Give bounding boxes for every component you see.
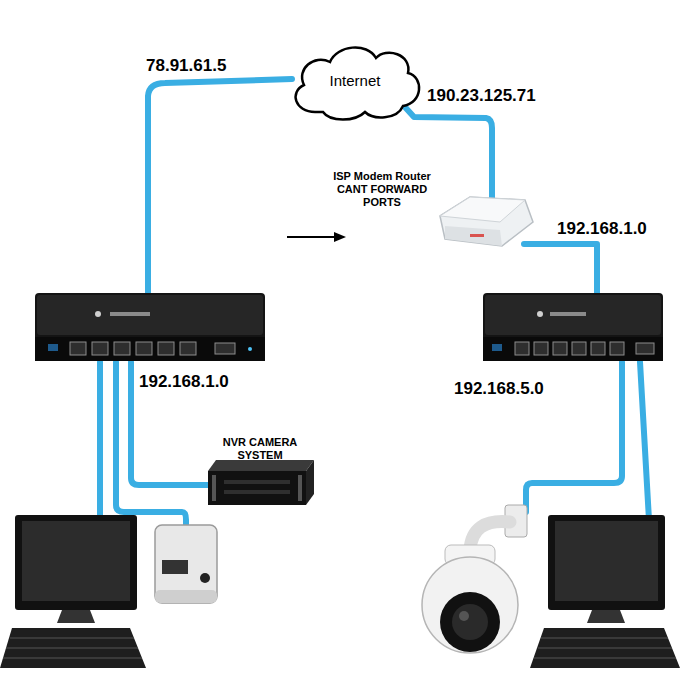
cloud-outline [296, 47, 419, 119]
monitor-stand [587, 610, 625, 623]
key-row [534, 658, 676, 659]
ip-address: 190.23.125.71 [427, 86, 587, 106]
keyboard [0, 628, 146, 668]
left-edgerouter [35, 293, 265, 361]
port-group [70, 342, 235, 355]
ethernet-port [515, 342, 529, 355]
ethernet-cable [148, 79, 292, 298]
text-holder: Internet [285, 40, 425, 122]
arrow-shaft [287, 236, 336, 238]
keyboard-keys [534, 638, 676, 658]
modem-body [440, 197, 533, 246]
camera-dome [422, 557, 518, 653]
key-row [538, 648, 672, 649]
ethernet-port [136, 342, 152, 355]
key-row [6, 648, 138, 649]
keyboard [530, 628, 680, 668]
nvr-side [306, 460, 314, 505]
subnet-label: 192.168.5.0 [454, 379, 594, 399]
modem-front [445, 226, 502, 246]
monitor-frame [15, 515, 137, 610]
device-body [155, 525, 217, 603]
rack-handle [298, 475, 302, 501]
router-logo [537, 311, 543, 317]
callout-arrow [287, 232, 346, 242]
rack-handle [212, 475, 216, 501]
monitor-screen [555, 521, 658, 601]
ethernet-port [114, 342, 130, 355]
device-base [155, 590, 217, 603]
arrow-head [334, 232, 346, 242]
camera-lens [440, 592, 500, 652]
ethernet-cable [97, 362, 103, 520]
router-top [37, 295, 263, 335]
key-row [541, 638, 668, 639]
key-row [10, 638, 134, 639]
ethernet-port [70, 342, 86, 355]
nvr-top [208, 460, 314, 471]
drive-bay [224, 490, 290, 494]
subnet-label: 192.168.1.0 [557, 219, 697, 239]
router-body [35, 293, 265, 361]
keyboard-keys [3, 638, 142, 658]
device-caption: NVR CAMERA SYSTEM [216, 436, 304, 461]
camera-lens [452, 604, 488, 640]
sfp-port [636, 343, 654, 354]
router-logo [95, 311, 101, 317]
monitor-stand [57, 610, 95, 623]
text-holder: NVR CAMERA SYSTEM [200, 436, 320, 510]
console-port [48, 344, 58, 351]
subnet-label: 192.168.1.0 [139, 372, 279, 392]
ethernet-port [158, 342, 174, 355]
right-computer [530, 515, 680, 668]
modem-top [440, 197, 525, 222]
ethernet-port [572, 342, 586, 355]
ethernet-port [553, 342, 567, 355]
port-group [515, 342, 654, 355]
router-logo [110, 312, 150, 316]
right-edgerouter [483, 293, 663, 361]
ptz-camera [422, 505, 527, 653]
ethernet-cable [524, 244, 597, 298]
sfp-port [215, 343, 235, 354]
router-top [485, 295, 661, 335]
modem-logo [470, 234, 484, 237]
console-port [492, 344, 502, 351]
router-body [483, 293, 663, 361]
cloud-label: Internet [330, 72, 381, 89]
callout-note: ISP Modem Router CANT FORWARD PORTS [322, 170, 442, 210]
isp-modem [440, 197, 533, 246]
lens-highlight [459, 611, 469, 621]
ethernet-cable [640, 362, 649, 520]
left-computer [0, 515, 146, 668]
ethernet-port [534, 342, 548, 355]
router-front [483, 337, 663, 361]
ethernet-port [591, 342, 605, 355]
router-logo [550, 312, 586, 316]
cloud-key-device [155, 525, 217, 603]
device-screen [162, 560, 188, 574]
key-row [3, 658, 142, 659]
cloud-node: Internet [285, 40, 425, 122]
nvr-device: NVR CAMERA SYSTEM [200, 436, 320, 510]
ethernet-port [180, 342, 196, 355]
status-led [248, 347, 252, 351]
device-button [200, 573, 210, 583]
nvr-box [208, 460, 314, 505]
nvr-front [208, 471, 306, 505]
ethernet-port [92, 342, 108, 355]
ethernet-port [610, 342, 624, 355]
monitor-frame [548, 515, 665, 610]
monitor-screen [22, 521, 130, 601]
ip-address: 78.91.61.5 [146, 56, 296, 76]
drive-bay [224, 480, 290, 484]
router-front [35, 337, 265, 361]
